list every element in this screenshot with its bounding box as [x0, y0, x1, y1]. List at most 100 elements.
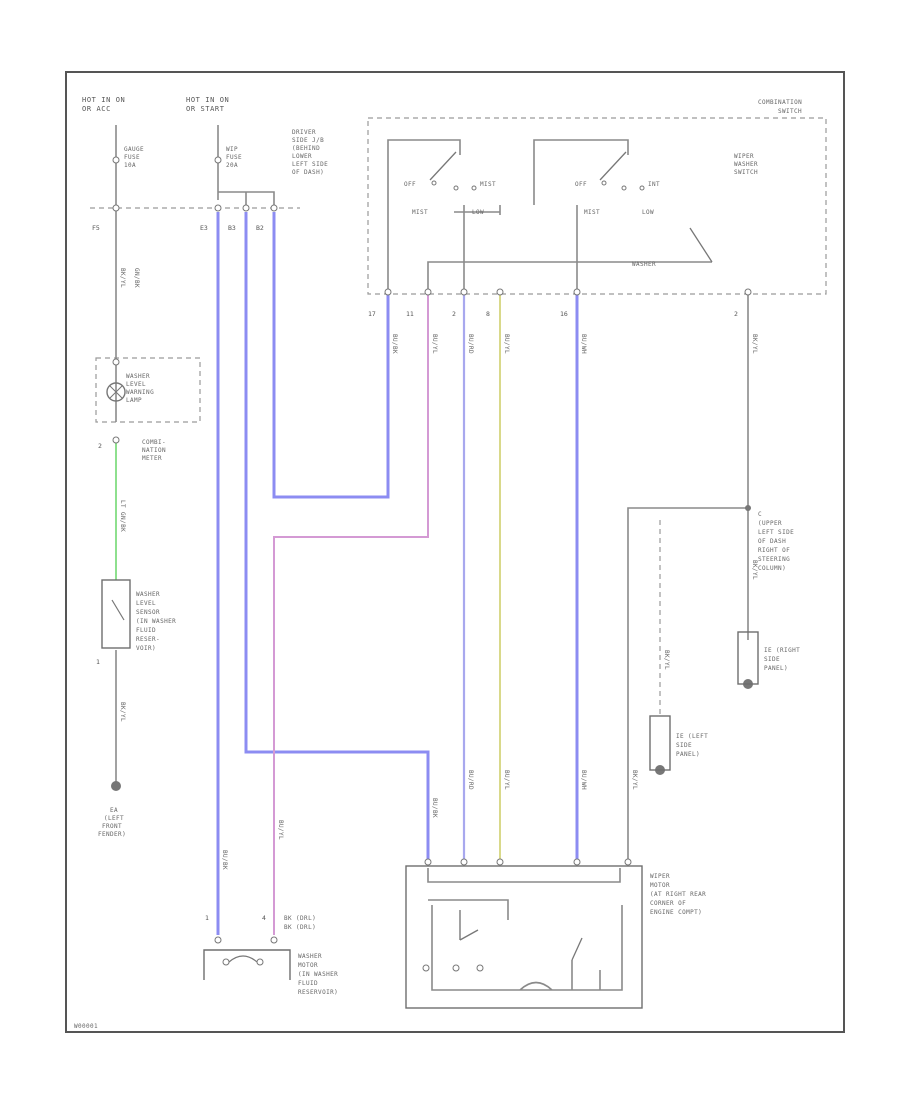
wiper-washer-switch-label-3: SWITCH — [734, 169, 758, 176]
washer-motor-wire-label-2: BK (DRL) — [284, 924, 316, 931]
wire-color-labels: BK/YL GN/BK LT GN/BK BK/YL BU/BK BU/YL B… — [119, 268, 758, 870]
splice-label-1: C — [758, 511, 762, 518]
wire-label-switch-c: BU/RD — [467, 334, 474, 354]
wire-label-bottom-a: BU/BK — [431, 798, 438, 818]
wiper-motor-feed-wire — [244, 212, 430, 862]
pin-e3: E3 — [200, 224, 208, 232]
wire-label-left-bottom: BK/YL — [119, 702, 126, 722]
jb-label-5: LEFT SIDE — [292, 161, 328, 168]
wire-label-fuse-right: GN/BK — [133, 268, 140, 288]
wire-label-switch-e: BU/WH — [580, 334, 587, 354]
wip-fuse-label: WIP — [226, 146, 238, 153]
ground-ea-label-4: FENDER) — [98, 831, 126, 838]
wiper-motor-box — [405, 865, 643, 1009]
wire-label-bottom-b: BU/RD — [467, 770, 474, 790]
wire-label-washer-a: BU/BK — [221, 850, 228, 870]
wip-branch-wire — [218, 191, 275, 205]
off-label-1: OFF — [404, 181, 416, 188]
gauge-fuse-label-c: 10A — [124, 162, 136, 169]
splice-label-7: COLUMN) — [758, 565, 786, 572]
washer-label: WASHER — [632, 261, 656, 268]
wire-label-washer-b: BU/YL — [277, 820, 284, 840]
gauge-fuse-label-b: FUSE — [124, 154, 140, 161]
washer-motor-label-5: RESERVOIR) — [298, 989, 338, 996]
wire-label-switch-a: BU/BK — [391, 334, 398, 354]
washer-motor-label-2: MOTOR — [298, 962, 318, 969]
splice-to-motor-wire — [627, 507, 748, 862]
diagram-code: W00001 — [74, 1023, 98, 1030]
wire-label-bottom-e: BK/YL — [631, 770, 638, 790]
low-label-2: LOW — [642, 209, 654, 216]
wiper-motor-label-1: WIPER — [650, 873, 670, 880]
combination-meter-label-3: METER — [142, 455, 162, 462]
hi-label: MIST — [480, 181, 496, 188]
wire-label-switch-f: BK/YL — [751, 334, 758, 354]
switch-internal-wire-f — [533, 139, 629, 205]
splice-label-6: STEERING — [758, 556, 790, 563]
lamp-label-4: LAMP — [126, 397, 142, 404]
wire-label-ie-a: BK/YL — [751, 560, 758, 580]
hot-label-2: HOT IN ON — [186, 96, 229, 104]
pin-8: 8 — [486, 310, 490, 318]
sensor-label-5: FLUID — [136, 627, 156, 634]
ie-left-label-3: PANEL) — [676, 751, 700, 758]
wire-label-switch-b: BU/YL — [431, 334, 438, 354]
washer-motor-label-4: FLUID — [298, 980, 318, 987]
pin-washer-4: 4 — [262, 914, 266, 922]
off-label-2: OFF — [575, 181, 587, 188]
splice-label-2: (UPPER — [758, 520, 782, 527]
combination-switch-label-2: SWITCH — [778, 108, 802, 115]
jb-label-3: (BEHIND — [292, 145, 320, 152]
switch-pin17-wire — [272, 212, 390, 499]
ground-ie-right-box — [737, 631, 759, 685]
washer-level-sensor-box — [101, 579, 131, 649]
jb-label-6: OF DASH) — [292, 169, 324, 176]
wiper-motor-label-2: MOTOR — [650, 882, 670, 889]
washer-motor-box — [203, 949, 291, 980]
splice-label-4: OF DASH — [758, 538, 786, 545]
pin-2-right: 2 — [734, 310, 738, 318]
splice-label-3: LEFT SIDE — [758, 529, 794, 536]
pin-11: 11 — [406, 310, 414, 318]
switch-internal-wire-a — [387, 139, 461, 292]
switch-pin11-wire — [273, 292, 429, 935]
low-label-1: LOW — [472, 209, 484, 216]
washer-switch-blade-b — [689, 227, 713, 263]
ie-right-label-2: SIDE — [764, 656, 780, 663]
wire-label-ie-b: BK/YL — [663, 650, 670, 670]
sensor-label-1: WASHER — [136, 591, 160, 598]
combination-meter-label-1: COMBI- — [142, 439, 166, 446]
pin-17: 17 — [368, 310, 376, 318]
wiper-washer-switch-label-2: WASHER — [734, 161, 758, 168]
mist-label: MIST — [412, 209, 428, 216]
wire-label-bottom-c: BU/YL — [503, 770, 510, 790]
combination-switch-label-1: COMBINATION — [758, 99, 802, 106]
wire-label-switch-d: BU/YL — [503, 334, 510, 354]
switch-internal-wire-c — [427, 261, 712, 292]
pin-f5: F5 — [92, 224, 100, 232]
wip-fuse-label-c: 20A — [226, 162, 238, 169]
washer-switch-blade-a — [599, 151, 627, 181]
hot-label-1: HOT IN ON — [82, 96, 125, 104]
wip-fuse-label-b: FUSE — [226, 154, 242, 161]
diagram-border — [65, 71, 845, 1033]
lamp-label-1: WASHER — [126, 373, 150, 380]
ground-ie-left-box — [649, 715, 671, 771]
mist-label-2: MIST — [584, 209, 600, 216]
connector-dots — [112, 156, 752, 944]
jb-label-1: DRIVER — [292, 129, 316, 136]
washer-level-lamp-boundary — [95, 357, 201, 423]
ie-right-label-1: IE (RIGHT — [764, 647, 800, 654]
wire-label-bottom-d: BU/WH — [580, 770, 587, 790]
splice-label-5: RIGHT OF — [758, 547, 790, 554]
hot-label-1b: OR ACC — [82, 105, 111, 113]
hot-label-2b: OR START — [186, 105, 225, 113]
wire-label-fuse-left: BK/YL — [119, 268, 126, 288]
sensor-label-4: (IN WASHER — [136, 618, 176, 625]
washer-motor-label-1: WASHER — [298, 953, 322, 960]
pin-b3: B3 — [228, 224, 236, 232]
wiper-switch-blade — [429, 151, 457, 181]
jb-label-4: LOWER — [292, 153, 312, 160]
sensor-label-6: RESER- — [136, 636, 160, 643]
